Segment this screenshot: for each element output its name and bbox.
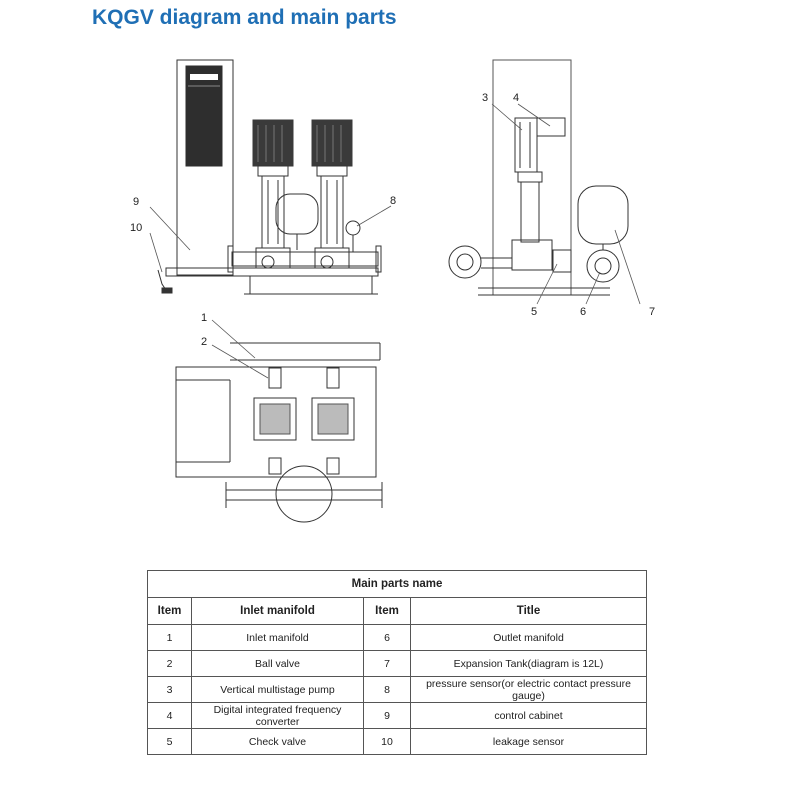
plan-view xyxy=(175,342,383,523)
header-title: Title xyxy=(410,597,647,625)
callout-8: 8 xyxy=(390,195,396,207)
table-caption: Main parts name xyxy=(147,570,647,598)
item-number: 3 xyxy=(147,676,192,703)
expansion-tank-plan xyxy=(275,465,333,523)
header-item: Item xyxy=(363,597,411,625)
leakage-sensor xyxy=(157,269,173,294)
item-number: 8 xyxy=(363,676,411,703)
callout-2: 2 xyxy=(201,336,207,348)
part-name: Digital integrated frequency converter xyxy=(191,702,364,729)
item-number: 10 xyxy=(363,728,411,755)
item-number: 6 xyxy=(363,624,411,651)
part-name: control cabinet xyxy=(410,702,647,729)
pump-side xyxy=(511,117,566,271)
part-name: Vertical multistage pump xyxy=(191,676,364,703)
part-name: Check valve xyxy=(191,728,364,755)
expansion-tank-side xyxy=(577,185,629,245)
callout-1: 1 xyxy=(201,312,207,324)
check-valve xyxy=(552,249,572,273)
callout-4: 4 xyxy=(513,92,519,104)
leader-lines xyxy=(149,103,641,379)
callout-10: 10 xyxy=(130,222,142,234)
item-number: 9 xyxy=(363,702,411,729)
front-view xyxy=(157,59,382,295)
callout-9: 9 xyxy=(133,196,139,208)
pump-motor-1 xyxy=(252,119,294,269)
side-view xyxy=(448,59,629,296)
ball-valve-2 xyxy=(326,367,340,389)
control-cabinet-plan xyxy=(175,366,377,478)
callout-6: 6 xyxy=(580,306,586,318)
callout-labels: 9 10 8 3 4 5 6 7 1 2 xyxy=(130,92,655,348)
header-item: Item xyxy=(147,597,192,625)
pump-plan-1 xyxy=(253,397,297,441)
pressure-sensor xyxy=(345,220,361,252)
part-name: Inlet manifold xyxy=(191,624,364,651)
table-row: 5 Check valve 10 leakage sensor xyxy=(147,728,647,755)
callout-7: 7 xyxy=(649,306,655,318)
item-number: 7 xyxy=(363,650,411,677)
callout-5: 5 xyxy=(531,306,537,318)
pump-motor-2 xyxy=(311,119,353,269)
part-name: Ball valve xyxy=(191,650,364,677)
item-number: 1 xyxy=(147,624,192,651)
table-row: 4 Digital integrated frequency converter… xyxy=(147,702,647,729)
table-row: 1 Inlet manifold 6 Outlet manifold xyxy=(147,624,647,651)
main-parts-table: Main parts name Item Inlet manifold Item… xyxy=(147,570,647,755)
table-row: 3 Vertical multistage pump 8 pressure se… xyxy=(147,676,647,703)
part-name: Expansion Tank(diagram is 12L) xyxy=(410,650,647,677)
callout-3: 3 xyxy=(482,92,488,104)
kqgv-drawing: 9 10 8 3 4 5 6 7 1 2 xyxy=(130,59,655,523)
table-row: 2 Ball valve 7 Expansion Tank(diagram is… xyxy=(147,650,647,677)
part-name: pressure sensor(or electric contact pres… xyxy=(410,676,647,703)
item-number: 2 xyxy=(147,650,192,677)
part-name: leakage sensor xyxy=(410,728,647,755)
page-title: KQGV diagram and main parts xyxy=(92,6,397,29)
manifold-front xyxy=(231,251,379,267)
outlet-flange xyxy=(586,249,620,283)
ball-valve-1 xyxy=(268,367,282,389)
control-cabinet xyxy=(176,59,234,276)
pump-plan-2 xyxy=(311,397,355,441)
item-number: 5 xyxy=(147,728,192,755)
item-number: 4 xyxy=(147,702,192,729)
header-inlet-manifold: Inlet manifold xyxy=(191,597,364,625)
expansion-tank-front xyxy=(275,193,319,235)
part-name: Outlet manifold xyxy=(410,624,647,651)
